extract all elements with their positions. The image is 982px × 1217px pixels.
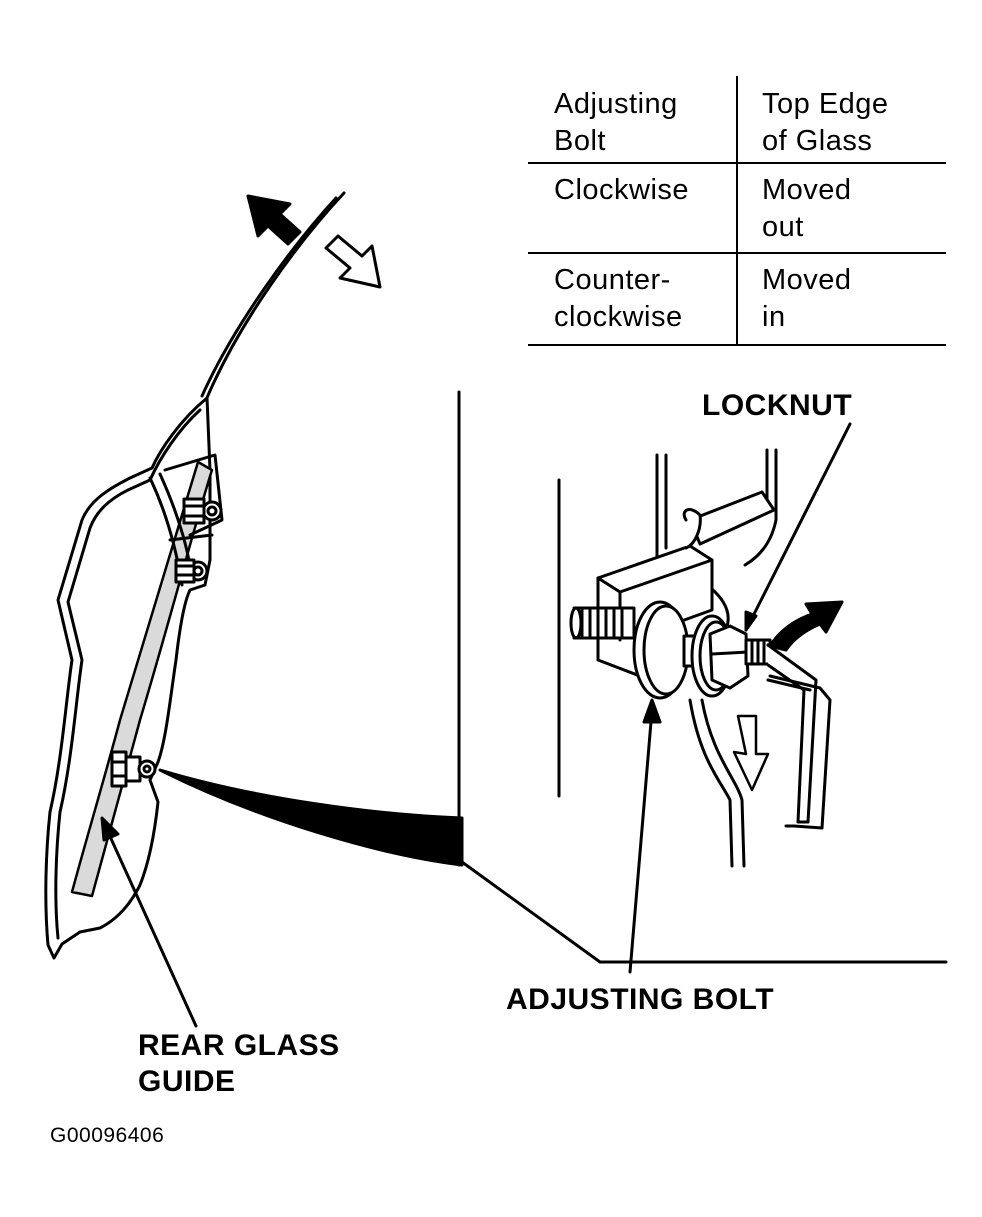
header-col1-line2: Bolt (554, 125, 606, 157)
door-assembly-illustration (44, 191, 346, 960)
adjustment-table: Adjusting Bolt Top Edge of Glass Clockwi… (528, 76, 946, 346)
detail-callout-wedge (158, 768, 464, 867)
row2-col2: Moved in (738, 254, 946, 344)
middle-bolt (174, 558, 209, 584)
header-col2-line2: of Glass (762, 125, 873, 157)
locknut-leader (744, 422, 852, 632)
row1-col2-line1: Moved (762, 174, 852, 206)
adjusting-bolt-label: ADJUSTING BOLT (506, 983, 775, 1016)
header-col1-line1: Adjusting (554, 88, 678, 120)
black-arrow-outward-icon (246, 194, 302, 246)
row2-col1-line2: clockwise (554, 301, 683, 333)
white-arrow-inward-icon (324, 234, 382, 289)
table-row: Counter- clockwise Moved in (528, 254, 946, 346)
table-header-row: Adjusting Bolt Top Edge of Glass (528, 76, 946, 164)
enlarged-bolt-detail (557, 448, 832, 868)
row2-col1: Counter- clockwise (528, 254, 738, 344)
row2-col2-line2: in (762, 301, 786, 333)
table-row: Clockwise Moved out (528, 164, 946, 254)
row1-col2: Moved out (738, 164, 946, 252)
header-col2-line1: Top Edge (762, 88, 889, 120)
rear-glass-guide-leader (106, 830, 198, 1028)
upper-bolt (182, 497, 223, 525)
figure-code: G00096406 (50, 1124, 165, 1147)
rear-glass-guide-label: REAR GLASS GUIDE (138, 1028, 340, 1100)
rear-glass-guide-line1: REAR GLASS (138, 1029, 340, 1062)
header-top-edge-of-glass: Top Edge of Glass (738, 86, 946, 174)
rear-glass-guide-line2: GUIDE (138, 1065, 236, 1098)
row2-col1-line1: Counter- (554, 264, 671, 296)
row1-col1-line1: Clockwise (554, 174, 690, 206)
header-adjusting-bolt: Adjusting Bolt (528, 76, 738, 164)
adjusting-bolt-leader (628, 708, 654, 974)
row2-col2-line1: Moved (762, 264, 852, 296)
white-arrow-down-icon (732, 714, 770, 792)
locknut-label: LOCKNUT (702, 389, 853, 422)
row1-col1: Clockwise (528, 164, 738, 252)
lower-adjusting-bolt-small (110, 750, 157, 788)
black-curved-arrow-clockwise-icon (768, 600, 844, 652)
row1-col2-line2: out (762, 211, 804, 243)
